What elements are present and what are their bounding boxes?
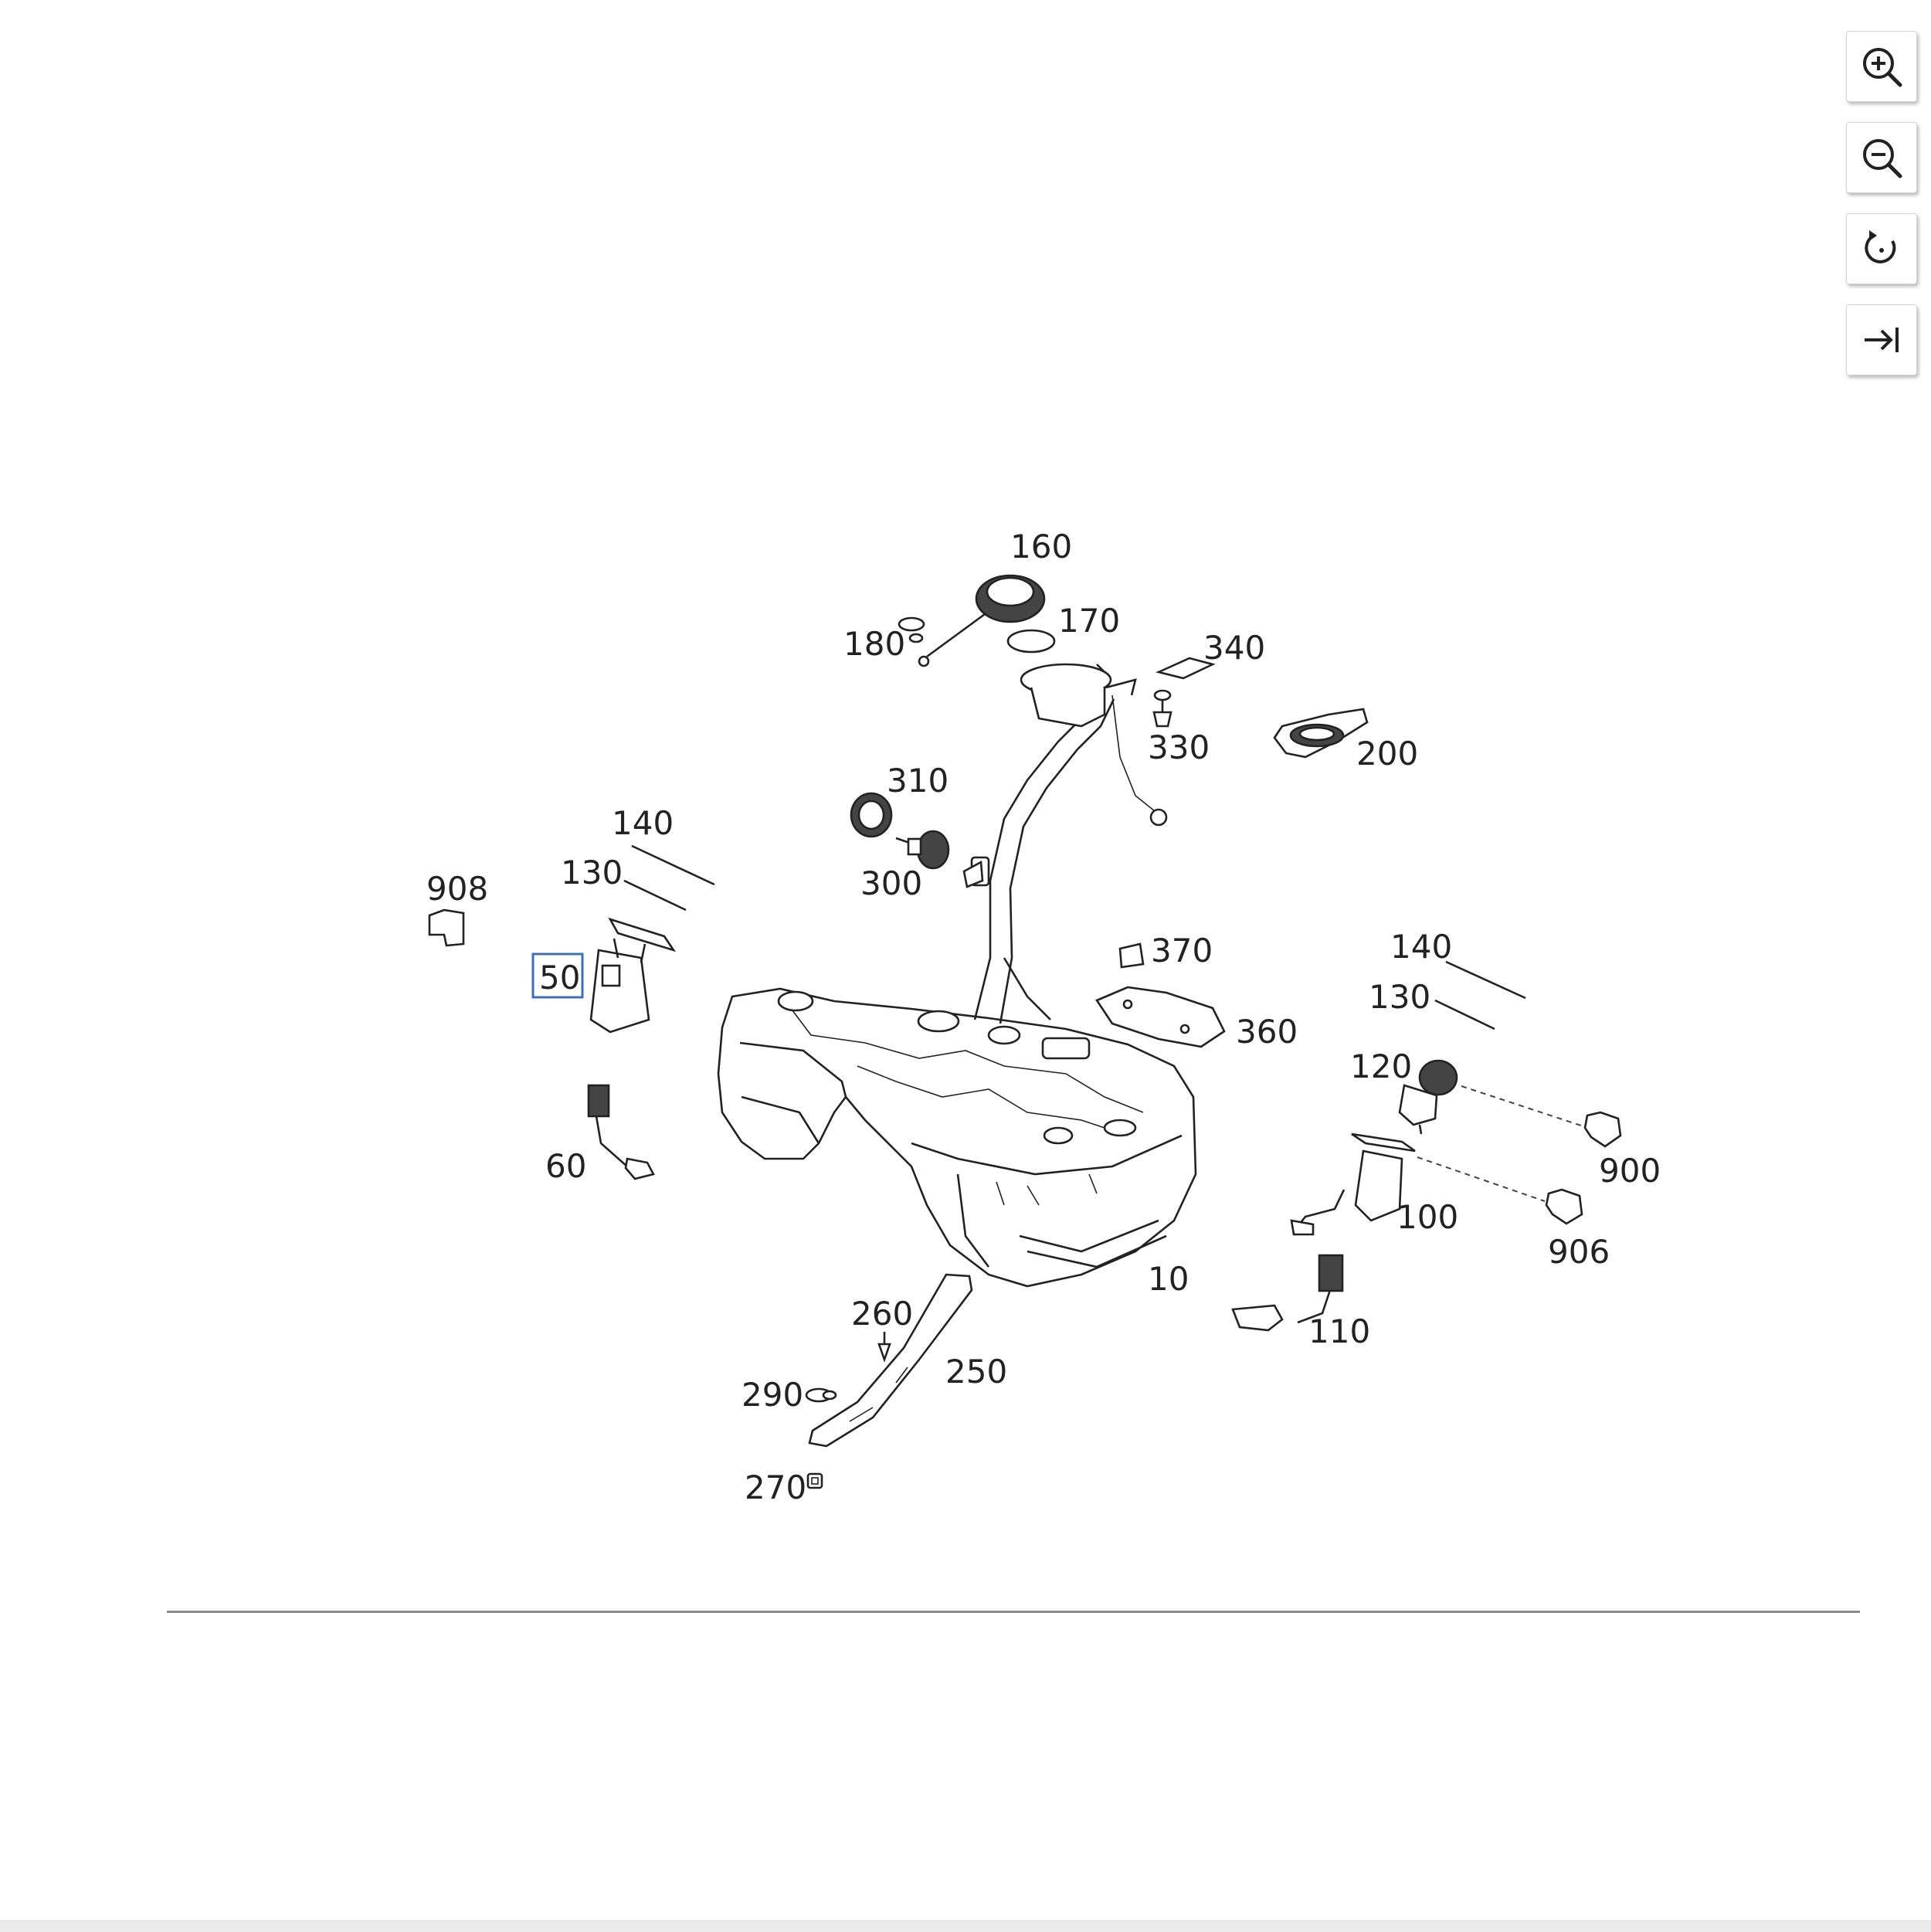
part-110-level-sensor[interactable] bbox=[1231, 1254, 1344, 1332]
selected-callout-box bbox=[531, 952, 584, 999]
callout-160[interactable]: 160 bbox=[1010, 528, 1072, 565]
part-140-seal-left[interactable] bbox=[631, 844, 715, 886]
part-170-seal-ring[interactable] bbox=[1006, 629, 1056, 654]
callout-60[interactable]: 60 bbox=[545, 1147, 586, 1185]
callout-170[interactable]: 170 bbox=[1058, 602, 1120, 640]
zoom-out-icon bbox=[1863, 139, 1902, 178]
callout-370[interactable]: 370 bbox=[1151, 932, 1213, 969]
part-130-lock-ring-left[interactable] bbox=[623, 879, 687, 912]
callout-250[interactable]: 250 bbox=[945, 1353, 1007, 1390]
callout-130-left[interactable]: 130 bbox=[561, 854, 623, 891]
callout-906[interactable]: 906 bbox=[1548, 1233, 1610, 1271]
callout-360[interactable]: 360 bbox=[1236, 1013, 1298, 1051]
part-900-connector[interactable] bbox=[1461, 1085, 1622, 1148]
part-100-pump-module[interactable] bbox=[1290, 1132, 1416, 1236]
callout-120[interactable]: 120 bbox=[1350, 1047, 1412, 1085]
callout-900[interactable]: 900 bbox=[1599, 1152, 1661, 1190]
callout-908[interactable]: 908 bbox=[426, 870, 488, 908]
callout-100[interactable]: 100 bbox=[1396, 1198, 1458, 1236]
part-filler-neck[interactable] bbox=[970, 663, 1168, 1024]
callout-310[interactable]: 310 bbox=[887, 762, 949, 800]
part-connector[interactable] bbox=[962, 860, 984, 888]
part-340-gasket[interactable] bbox=[1156, 657, 1216, 680]
callout-200[interactable]: 200 bbox=[1356, 735, 1418, 772]
zoom-in-icon bbox=[1863, 48, 1902, 87]
callout-330[interactable]: 330 bbox=[1148, 728, 1210, 766]
part-10-fuel-tank[interactable] bbox=[717, 987, 1197, 1288]
rotate-reset-icon bbox=[1865, 230, 1896, 263]
bottom-bar bbox=[0, 1920, 1931, 1932]
part-290-nut[interactable] bbox=[805, 1387, 837, 1403]
part-140-seal-right[interactable] bbox=[1445, 960, 1526, 1000]
callout-10[interactable]: 10 bbox=[1148, 1260, 1189, 1298]
reset-view-button[interactable] bbox=[1846, 213, 1917, 284]
part-60-level-sensor[interactable] bbox=[587, 1084, 655, 1180]
part-908-connector[interactable] bbox=[428, 908, 465, 947]
callout-140-left[interactable]: 140 bbox=[612, 804, 674, 842]
part-270-bolt[interactable] bbox=[806, 1472, 823, 1489]
part-200-filler-housing[interactable] bbox=[1273, 708, 1369, 759]
part-330-screw[interactable] bbox=[1152, 689, 1173, 728]
part-250-tank-strap[interactable] bbox=[808, 1273, 973, 1448]
part-300-valve[interactable] bbox=[895, 830, 950, 870]
callout-270[interactable]: 270 bbox=[745, 1469, 806, 1506]
zoom-in-button[interactable] bbox=[1846, 31, 1917, 102]
part-310-grommet[interactable] bbox=[850, 792, 893, 838]
part-360-cover-plate[interactable] bbox=[1095, 986, 1226, 1048]
part-130-lock-ring-right[interactable] bbox=[1434, 999, 1495, 1031]
part-906-connector[interactable] bbox=[1417, 1156, 1583, 1225]
callout-180[interactable]: 180 bbox=[843, 625, 905, 663]
part-160-fuel-cap[interactable] bbox=[918, 574, 1046, 667]
callout-50[interactable]: 50 bbox=[539, 959, 580, 997]
callout-290[interactable]: 290 bbox=[742, 1376, 803, 1414]
expand-panel-button[interactable] bbox=[1846, 304, 1917, 375]
callout-340[interactable]: 340 bbox=[1203, 629, 1265, 667]
callout-130-right[interactable]: 130 bbox=[1369, 978, 1430, 1016]
part-120-pump-head[interactable] bbox=[1398, 1059, 1458, 1135]
expand-right-icon bbox=[1865, 328, 1899, 352]
part-260-screw[interactable] bbox=[877, 1332, 891, 1363]
callout-260[interactable]: 260 bbox=[851, 1295, 913, 1333]
part-180-clip[interactable] bbox=[898, 616, 925, 643]
callout-140-right[interactable]: 140 bbox=[1390, 928, 1452, 966]
callout-110[interactable]: 110 bbox=[1308, 1312, 1370, 1350]
part-370-cap[interactable] bbox=[1118, 942, 1145, 969]
section-divider bbox=[167, 1611, 1860, 1613]
zoom-out-button[interactable] bbox=[1846, 122, 1917, 193]
callout-300[interactable]: 300 bbox=[860, 864, 922, 902]
part-50-fuel-pump[interactable] bbox=[589, 917, 677, 1034]
